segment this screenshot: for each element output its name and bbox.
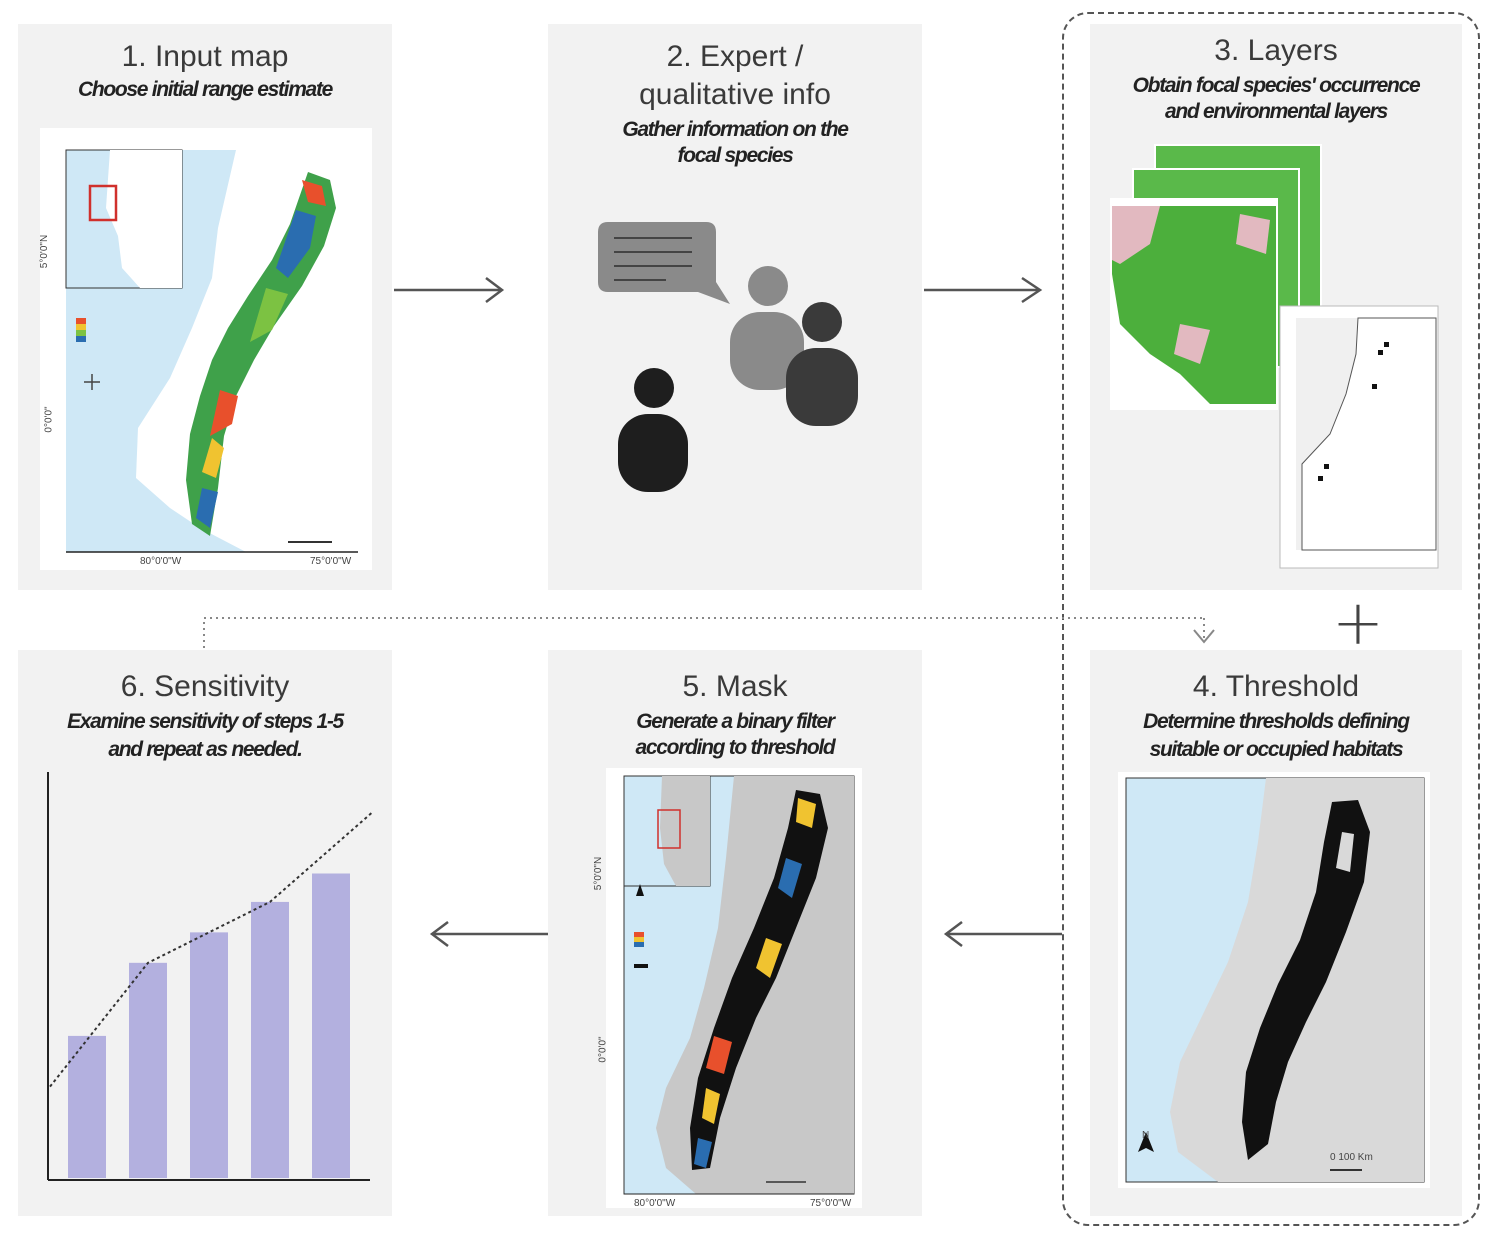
- step-4-panel: 4. Threshold Determine thresholds defini…: [1090, 650, 1462, 1216]
- map1-lon-left: 80°0'0"W: [140, 556, 182, 567]
- threshold-map: N 0 100 Km: [1118, 772, 1430, 1188]
- layers-stack-graphic: [1110, 144, 1439, 569]
- map4-north: N: [1142, 1130, 1150, 1141]
- step-3-subtitle-line2: and environmental layers: [1164, 100, 1388, 123]
- person-dark-icon: [786, 302, 858, 426]
- mask-map-graphic: [623, 775, 855, 1195]
- step-6-title: 6. Sensitivity: [120, 670, 290, 703]
- step-2-title-line1: 2. Expert /: [666, 40, 804, 73]
- step-1-panel: 1. Input map Choose initial range estima…: [18, 24, 392, 590]
- arrow-1-to-2-icon: [394, 277, 505, 303]
- input-map: 5°0'0"N 0°0'0" 80°0'0"W 75°0'0"W: [39, 128, 372, 570]
- map5-lon-left: 80°0'0"W: [634, 1198, 676, 1209]
- step-5-subtitle-line1: Generate a binary filter: [636, 710, 835, 733]
- chart-bar-4: [251, 901, 289, 1178]
- step-3-subtitle-line1: Obtain focal species' occurrence: [1132, 74, 1421, 97]
- step-4-subtitle-line1: Determine thresholds defining: [1143, 710, 1410, 733]
- step-2-panel: 2. Expert / qualitative info Gather info…: [548, 24, 922, 590]
- map5-lon-right: 75°0'0"W: [810, 1198, 852, 1209]
- chart-bar-5: [312, 873, 350, 1178]
- step-5-subtitle-line2: according to threshold: [635, 736, 836, 759]
- feedback-arrowhead-icon: [1193, 629, 1215, 644]
- map4-scale: 0 100 Km: [1330, 1152, 1373, 1163]
- step-5-panel: 5. Mask Generate a binary filter accordi…: [548, 650, 922, 1216]
- sensitivity-chart: [47, 772, 373, 1181]
- map1-lon-right: 75°0'0"W: [310, 556, 352, 567]
- chart-bar-2: [129, 962, 167, 1178]
- mask-map: 5°0'0"N 0°0'0" 80°0'0"W 75°0'0"W: [593, 768, 862, 1209]
- step-5-title: 5. Mask: [682, 670, 788, 703]
- step-3-title: 3. Layers: [1214, 34, 1338, 67]
- step-6-subtitle-line1: Examine sensitivity of steps 1-5: [67, 710, 344, 733]
- arrow-4-to-5-icon: [943, 921, 1062, 947]
- arrow-5-to-6-icon: [429, 921, 548, 947]
- experts-illustration: [598, 222, 858, 492]
- step-2-subtitle-line2: focal species: [677, 144, 793, 167]
- chart-bar-3: [190, 932, 228, 1178]
- feedback-dotted-arrow-icon: [203, 617, 1205, 648]
- step-4-subtitle-line2: suitable or occupied habitats: [1149, 738, 1404, 761]
- step-2-subtitle-line1: Gather information on the: [622, 118, 849, 141]
- step-1-title: 1. Input map: [121, 40, 289, 73]
- step-6-panel: 6. Sensitivity Examine sensitivity of st…: [18, 650, 392, 1216]
- speech-bubble-icon: [598, 222, 730, 304]
- plus-sign: +: [1332, 586, 1384, 659]
- step-4-title: 4. Threshold: [1192, 670, 1360, 703]
- arrow-2-to-3-icon: [924, 276, 1043, 304]
- threshold-map-graphic: [1125, 777, 1425, 1183]
- person-black-icon: [618, 368, 688, 492]
- step-6-subtitle-line2: and repeat as needed.: [108, 738, 303, 761]
- step-1-subtitle: Choose initial range estimate: [77, 78, 333, 101]
- input-map-graphic: [65, 149, 358, 553]
- step-2-title-line2: qualitative info: [639, 78, 831, 111]
- person-gray-icon: [730, 266, 804, 390]
- chart-bar-1: [68, 1035, 106, 1178]
- step-3-panel: 3. Layers Obtain focal species' occurren…: [1090, 24, 1462, 590]
